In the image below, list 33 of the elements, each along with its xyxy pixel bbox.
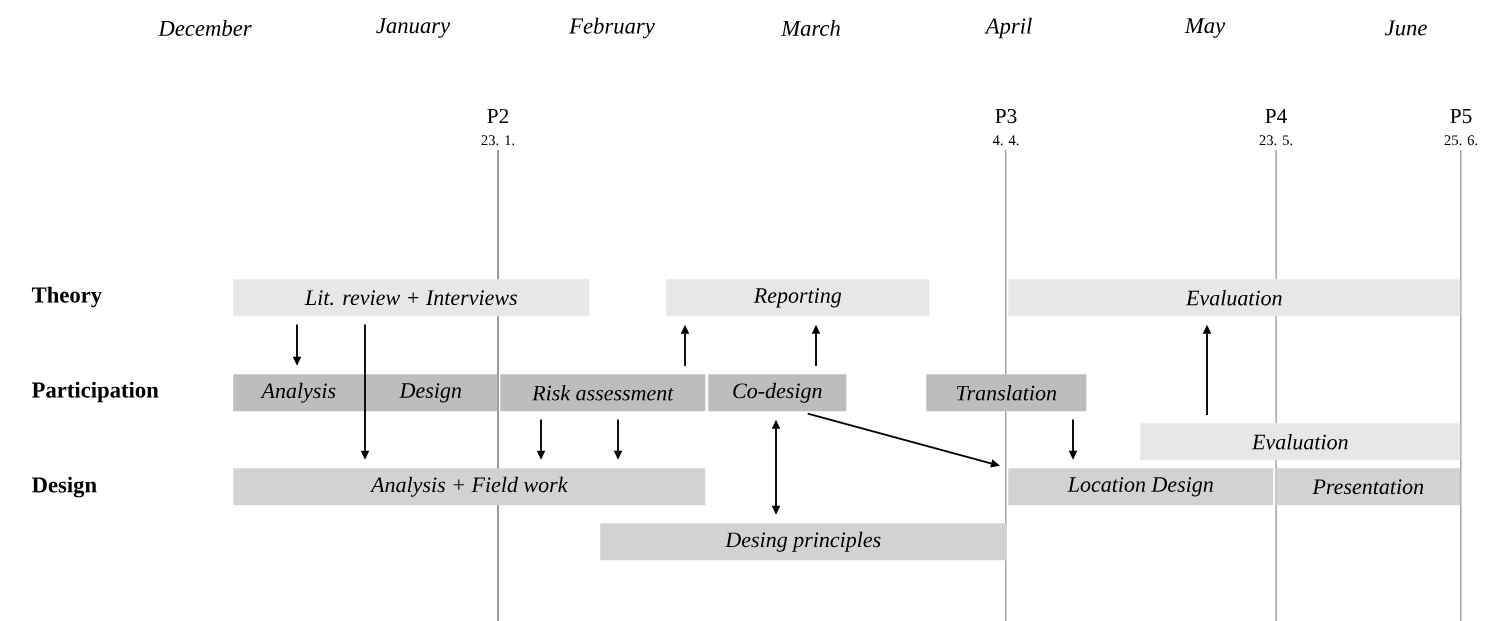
milestone-label: P3 [995, 108, 1017, 124]
row-label: Design [32, 476, 97, 498]
row-label: Participation [32, 381, 159, 403]
row-label: Theory [31, 286, 102, 308]
milestone-label: P4 [1265, 108, 1287, 123]
date-label: 25. 6. [1444, 135, 1478, 146]
month-label: April [984, 17, 1032, 39]
task-bar: Location Design [1008, 468, 1274, 506]
task-bar: Analysis + Field work [233, 468, 706, 506]
month-label: December [158, 20, 252, 36]
task-bar: Lit. review + Interviews [233, 279, 590, 317]
task-bar: Design [364, 374, 498, 412]
task-bar: Evaluation [1140, 423, 1461, 461]
date-label: 23. 5. [1259, 135, 1293, 146]
task-bar: Translation [926, 374, 1087, 412]
month-label: June [1384, 20, 1427, 36]
task-bar: Co-design [708, 374, 847, 412]
month-label: February [569, 17, 655, 39]
date-label: 23. 1. [481, 135, 515, 146]
milestone-label: P5 [1450, 109, 1472, 124]
task-bar: Reporting [666, 279, 930, 317]
node-label: Design [399, 383, 462, 403]
milestone-label: P2 [487, 108, 509, 123]
date-label: 4. 4. [992, 135, 1019, 146]
task-bar: Evaluation [1008, 279, 1461, 317]
task-bar: Presentation [1276, 468, 1461, 506]
month-label: January [376, 18, 451, 38]
node-label: Analysis [260, 382, 336, 403]
month-label: May [1184, 18, 1226, 38]
month-label: March [780, 20, 840, 36]
task-bar: Desing principles [600, 523, 1007, 561]
task-bar: Analysis [233, 374, 365, 412]
task-bar: Risk assessment [500, 374, 706, 412]
